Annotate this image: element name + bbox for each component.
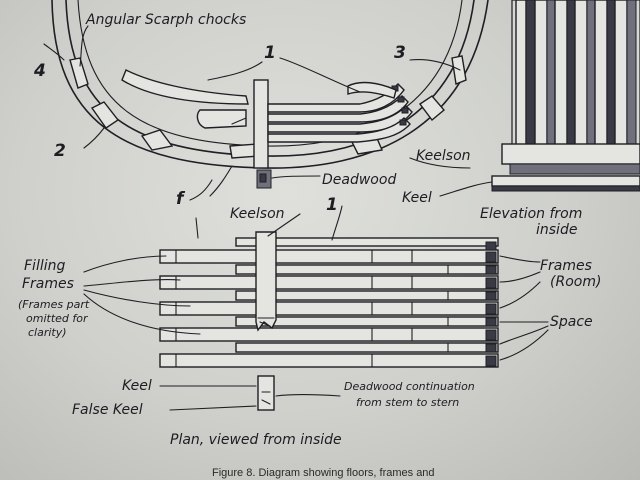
label-keel-plan: Keel <box>122 378 152 394</box>
label-number-2: 2 <box>54 141 66 161</box>
hull-section <box>51 0 489 189</box>
label-false-keel: False Keel <box>72 402 143 418</box>
leader-lines <box>43 25 549 411</box>
futtock-piece <box>121 69 249 105</box>
label-deadwood-continuation-line2: from stem to stern <box>356 396 459 409</box>
label-filling-line1: Filling <box>24 258 65 274</box>
label-plan-caption: Plan, viewed from inside <box>170 432 342 448</box>
label-omitted-line2: omitted for <box>26 312 89 325</box>
label-number-3: 3 <box>394 43 406 63</box>
elevation-frames <box>515 0 637 151</box>
label-keelson-top: Keelson <box>416 148 471 164</box>
label-elevation-line2: inside <box>536 222 577 238</box>
floor-timbers <box>267 83 413 143</box>
label-filling-line2: Frames <box>22 276 74 292</box>
label-omitted-line3: clarity) <box>28 326 67 339</box>
chock-block <box>196 109 247 129</box>
label-f: f <box>176 189 186 209</box>
label-omitted-line1: (Frames part <box>18 298 90 311</box>
elevation-floors <box>509 163 640 175</box>
plan-view <box>159 231 499 411</box>
label-elevation-line1: Elevation from <box>480 206 582 222</box>
cross-timber <box>347 81 397 99</box>
plan-frames <box>159 237 499 368</box>
frame-end-blocks <box>485 241 497 367</box>
label-keel-elevation: Keel <box>402 190 432 206</box>
plan-filling-frames <box>235 264 499 353</box>
label-number-1-top: 1 <box>264 43 276 63</box>
label-frames-room-line2: (Room) <box>550 274 601 290</box>
label-deadwood: Deadwood <box>322 172 396 188</box>
scarph-joints <box>175 249 449 368</box>
plan-keelson <box>255 231 277 332</box>
figure-caption: Figure 8. Diagram showing floors, frames… <box>212 467 435 479</box>
label-number-1-plan: 1 <box>326 195 338 215</box>
elevation-keel <box>491 175 640 187</box>
label-frames-room-line1: Frames <box>540 258 592 274</box>
elevation-false-keel <box>491 185 640 192</box>
label-keelson-plan: Keelson <box>230 206 285 222</box>
elevation-view <box>491 0 640 192</box>
label-angular-scarph-chocks: Angular Scarph chocks <box>85 12 246 28</box>
elevation-keelson <box>501 143 640 165</box>
keelson-post <box>253 79 269 169</box>
plan-keel <box>257 375 275 411</box>
label-space: Space <box>550 314 593 330</box>
label-deadwood-continuation-line1: Deadwood continuation <box>344 380 475 393</box>
label-number-4: 4 <box>33 61 46 81</box>
